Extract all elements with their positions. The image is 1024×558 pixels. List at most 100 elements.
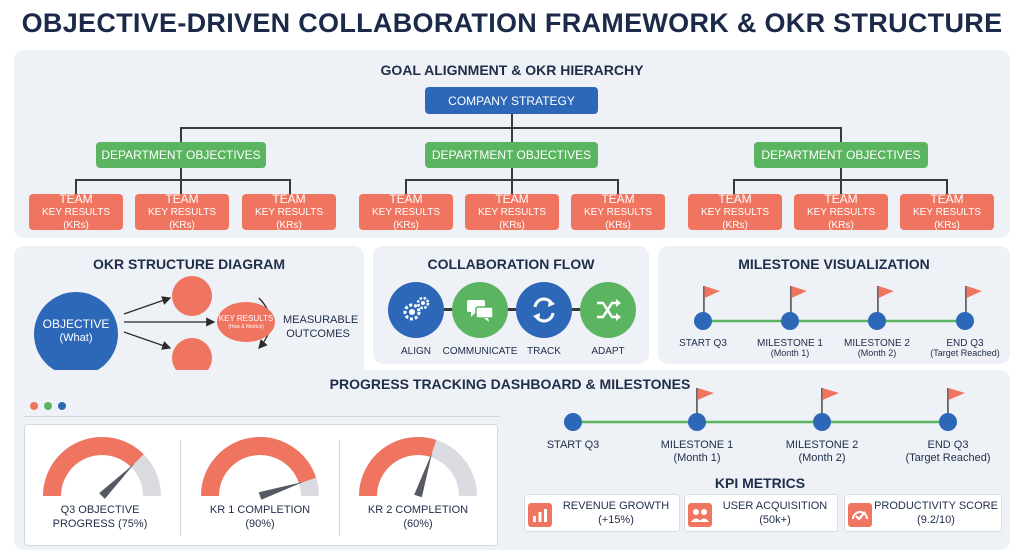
kpi-users-value: (50k+) xyxy=(759,514,791,526)
pt-end-sub: (Target Reached) xyxy=(905,452,991,464)
page-title: OBJECTIVE-DRIVEN COLLABORATION FRAMEWORK… xyxy=(21,8,1003,38)
kpi-revenue-value: (+15%) xyxy=(598,514,634,526)
key-results-label: KEY RESULTS xyxy=(218,314,274,323)
connector xyxy=(180,127,182,142)
gauge-needle xyxy=(258,481,304,500)
gauge-value-q3: PROGRESS (75%) xyxy=(52,518,148,530)
connector xyxy=(946,179,948,194)
mv-end-label: END Q3 xyxy=(946,338,984,349)
team-label: TEAM xyxy=(59,192,93,206)
key-results-circle xyxy=(217,302,275,342)
team-label: TEAM xyxy=(718,192,752,206)
team-label: TEAM xyxy=(165,192,199,206)
kr-label: KEY RESULTS (KRs) xyxy=(372,207,440,231)
milestone-viz-title: MILESTONE VISUALIZATION xyxy=(738,256,930,272)
okr-structure-title: OKR STRUCTURE DIAGRAM xyxy=(92,256,286,272)
milestone-viz-timeline xyxy=(694,286,982,330)
team-label: TEAM xyxy=(601,192,635,206)
track-step xyxy=(516,282,572,338)
gauge-fill xyxy=(201,437,317,497)
department-objectives-box: DEPARTMENT OBJECTIVES xyxy=(96,142,266,168)
pt-m1-label: MILESTONE 1 xyxy=(660,439,734,451)
gauge-fill xyxy=(359,437,437,497)
measurable-outcomes-label: MEASURABLE OUTCOMES xyxy=(283,314,359,341)
connector xyxy=(617,179,619,194)
mv-m2-label: MILESTONE 2 xyxy=(844,338,910,349)
progress-title: PROGRESS TRACKING DASHBOARD & MILESTONES xyxy=(329,376,691,392)
connector xyxy=(840,179,842,194)
kr-label: KEY RESULTS (KRs) xyxy=(148,207,216,231)
sync-arrows-icon xyxy=(533,297,555,323)
hierarchy-title: GOAL ALIGNMENT & OKR HIERARCHY xyxy=(380,62,644,78)
chat-icon xyxy=(467,300,494,322)
team-label: TEAM xyxy=(495,192,529,206)
gauge-needle xyxy=(99,463,135,499)
milestone-dot xyxy=(694,312,712,330)
milestone-dot xyxy=(781,312,799,330)
kr-label: KEY RESULTS (KRs) xyxy=(807,207,875,231)
shuffle-icon xyxy=(597,299,621,321)
gauge-value-kr2: (60%) xyxy=(403,518,433,530)
users-icon xyxy=(688,503,712,527)
kr-label: KEY RESULTS (KRs) xyxy=(255,207,323,231)
connector xyxy=(405,179,407,194)
pt-m2-label: MILESTONE 2 xyxy=(785,439,859,451)
key-result-circle xyxy=(172,276,212,316)
team-label: TEAM xyxy=(389,192,423,206)
align-label: ALIGN xyxy=(400,346,431,357)
window-dot-red xyxy=(30,402,38,410)
milestone-dot xyxy=(956,312,974,330)
connector xyxy=(511,127,513,142)
department-objectives-box: DEPARTMENT OBJECTIVES xyxy=(754,142,928,168)
progress-timeline xyxy=(564,388,965,431)
connector xyxy=(180,168,182,180)
communicate-label: COMMUNICATE xyxy=(442,346,518,357)
bar-chart-icon xyxy=(528,503,552,527)
objective-circle xyxy=(34,292,118,376)
align-step xyxy=(388,282,444,338)
team-label: TEAM xyxy=(824,192,858,206)
adapt-label: ADAPT xyxy=(591,346,625,357)
gauge-label-q3: Q3 OBJECTIVE xyxy=(60,504,140,516)
connector xyxy=(75,179,291,181)
mv-start-label: START Q3 xyxy=(679,338,727,349)
kr-label: KEY RESULTS (KRs) xyxy=(584,207,652,231)
kr-label: KEY RESULTS (KRs) xyxy=(42,207,110,231)
track-label: TRACK xyxy=(527,346,561,357)
connector xyxy=(733,179,735,194)
gauge-divider xyxy=(339,440,340,536)
team-label: TEAM xyxy=(930,192,964,206)
gauges xyxy=(43,437,477,500)
kr-label: KEY RESULTS (KRs) xyxy=(701,207,769,231)
timeline-dot xyxy=(939,413,957,431)
team-label: TEAM xyxy=(272,192,306,206)
kr-label: KEY RESULTS (KRs) xyxy=(478,207,546,231)
pt-start-label: START Q3 xyxy=(546,439,600,451)
kpi-revenue-label: REVENUE GROWTH xyxy=(562,500,670,512)
gauge-divider xyxy=(180,440,181,536)
kpi-productivity-value: (9.2/10) xyxy=(917,514,955,526)
checkmark-gauge-icon xyxy=(848,503,872,527)
timeline-dot xyxy=(688,413,706,431)
gears-icon xyxy=(403,296,430,321)
mv-end-sub: (Target Reached) xyxy=(930,348,1000,358)
connector xyxy=(511,168,513,180)
connector xyxy=(511,114,513,128)
window-dot-green xyxy=(44,402,52,410)
mv-m1-sub: (Month 1) xyxy=(770,348,810,358)
timeline-dot xyxy=(564,413,582,431)
gauge-needle xyxy=(414,452,433,498)
connector xyxy=(289,179,291,194)
key-results-sub: (How & Metrics) xyxy=(228,324,264,330)
gauge-label-kr1: KR 1 COMPLETION xyxy=(209,504,311,516)
timeline-dot xyxy=(813,413,831,431)
department-objectives-box: DEPARTMENT OBJECTIVES xyxy=(425,142,598,168)
